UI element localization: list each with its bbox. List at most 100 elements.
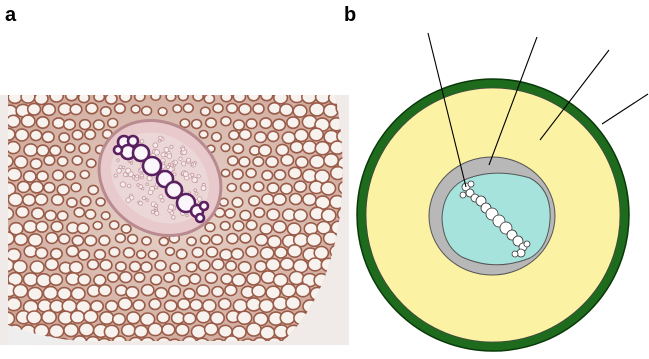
stele-cell: [123, 173, 127, 177]
stele-cell: [169, 205, 174, 210]
cortex-cell: [239, 157, 250, 167]
cortex-cell: [268, 236, 281, 248]
cortex-cell: [80, 120, 91, 130]
cortex-cell: [212, 259, 224, 270]
cortex-cell: [248, 90, 260, 101]
cortex-cell: [14, 234, 27, 246]
cortex-cell: [296, 284, 310, 297]
stele-cell: [197, 175, 200, 178]
stele-cell: [162, 162, 165, 165]
stele-cell: [183, 172, 188, 177]
cortex-cell: [36, 222, 48, 233]
cortex-cell: [267, 183, 278, 193]
cortex-cell: [80, 197, 90, 206]
cortex-cell: [260, 118, 272, 128]
cortex-cell: [164, 273, 174, 282]
cortex-cell: [124, 248, 135, 258]
cortex-cell: [293, 260, 307, 273]
cortex-cell: [225, 285, 237, 296]
cortex-cell: [169, 286, 181, 297]
cortex-cell: [72, 236, 83, 246]
cortex-cell: [193, 92, 203, 101]
cortex-cell: [46, 233, 58, 244]
cortex-cell: [100, 312, 114, 324]
cortex-cell: [310, 103, 324, 116]
cortex-cell: [201, 236, 210, 244]
cortex-cell: [151, 275, 162, 285]
cortex-cell: [44, 155, 55, 165]
stele-cell: [186, 214, 188, 216]
cortex-cell: [303, 141, 317, 154]
cortex-cell: [85, 235, 97, 245]
stele-cell: [117, 159, 120, 162]
cortex-cell: [155, 288, 167, 299]
stele-cell: [126, 168, 131, 173]
cortex-cell: [13, 285, 27, 298]
cortex-cell: [273, 119, 286, 130]
cortex-cell: [229, 131, 239, 140]
stele-cell: [172, 161, 174, 163]
schematic-vessel: [524, 241, 530, 247]
stele-cell: [143, 197, 146, 200]
cortex-cell: [7, 115, 20, 127]
cortex-cell: [206, 118, 217, 127]
cortex-cell: [232, 169, 243, 179]
cortex-cell: [255, 132, 267, 143]
cortex-cell: [74, 208, 84, 217]
stele-cell: [120, 182, 125, 187]
cortex-cell: [130, 262, 141, 272]
cortex-cell: [71, 183, 81, 192]
cortex-cell: [220, 222, 230, 231]
cortex-cell: [247, 323, 261, 336]
stele-cell: [130, 162, 132, 164]
stele-cell: [168, 163, 171, 166]
cortex-cell: [142, 106, 152, 115]
cortex-cell: [24, 171, 36, 182]
stele-cell: [146, 199, 149, 202]
cortex-cell: [53, 118, 65, 128]
stele-cell: [139, 202, 143, 206]
cortex-cell: [52, 195, 64, 206]
cortex-cell: [241, 183, 251, 192]
cortex-cell: [116, 234, 126, 243]
cortex-cell: [266, 259, 280, 271]
cortex-cell: [135, 326, 148, 338]
stele-cell: [158, 140, 161, 143]
stele-cell: [139, 185, 143, 189]
xylem-vessel: [196, 214, 204, 222]
cortex-cell: [18, 181, 30, 192]
leader-line-epidermis: [602, 94, 648, 124]
cortex-cell: [45, 211, 56, 221]
cortex-cell: [197, 285, 210, 296]
stele-cell: [161, 153, 165, 157]
stele-cell: [197, 197, 202, 202]
cortex-cell: [221, 143, 230, 151]
cortex-cell: [96, 198, 105, 206]
cortex-cell: [72, 130, 82, 139]
cortex-cell: [166, 93, 176, 102]
cortex-cell: [220, 249, 232, 260]
cortex-cell: [205, 223, 215, 232]
cortex-cell: [158, 108, 167, 116]
cortex-cell: [268, 131, 279, 141]
cortex-cell: [50, 146, 61, 156]
cortex-cell: [199, 131, 208, 139]
cortex-cell: [126, 287, 139, 298]
cortex-cell: [290, 141, 303, 152]
cortex-cell: [135, 92, 145, 101]
cortex-cell: [101, 212, 110, 220]
cortex-cell: [127, 312, 140, 324]
cortex-cell: [100, 260, 112, 271]
cortex-cell: [118, 298, 131, 310]
cortex-cell: [288, 245, 302, 257]
cortex-cell: [116, 285, 128, 295]
stele-cell: [148, 190, 153, 195]
cortex-cell: [88, 260, 99, 270]
cortex-cell: [289, 167, 302, 179]
stele-cell: [187, 158, 191, 162]
cortex-cell: [204, 94, 214, 103]
cortex-cell: [231, 249, 243, 260]
cortex-cell: [212, 287, 223, 297]
cortex-cell: [59, 234, 70, 244]
cortex-cell: [120, 92, 131, 102]
